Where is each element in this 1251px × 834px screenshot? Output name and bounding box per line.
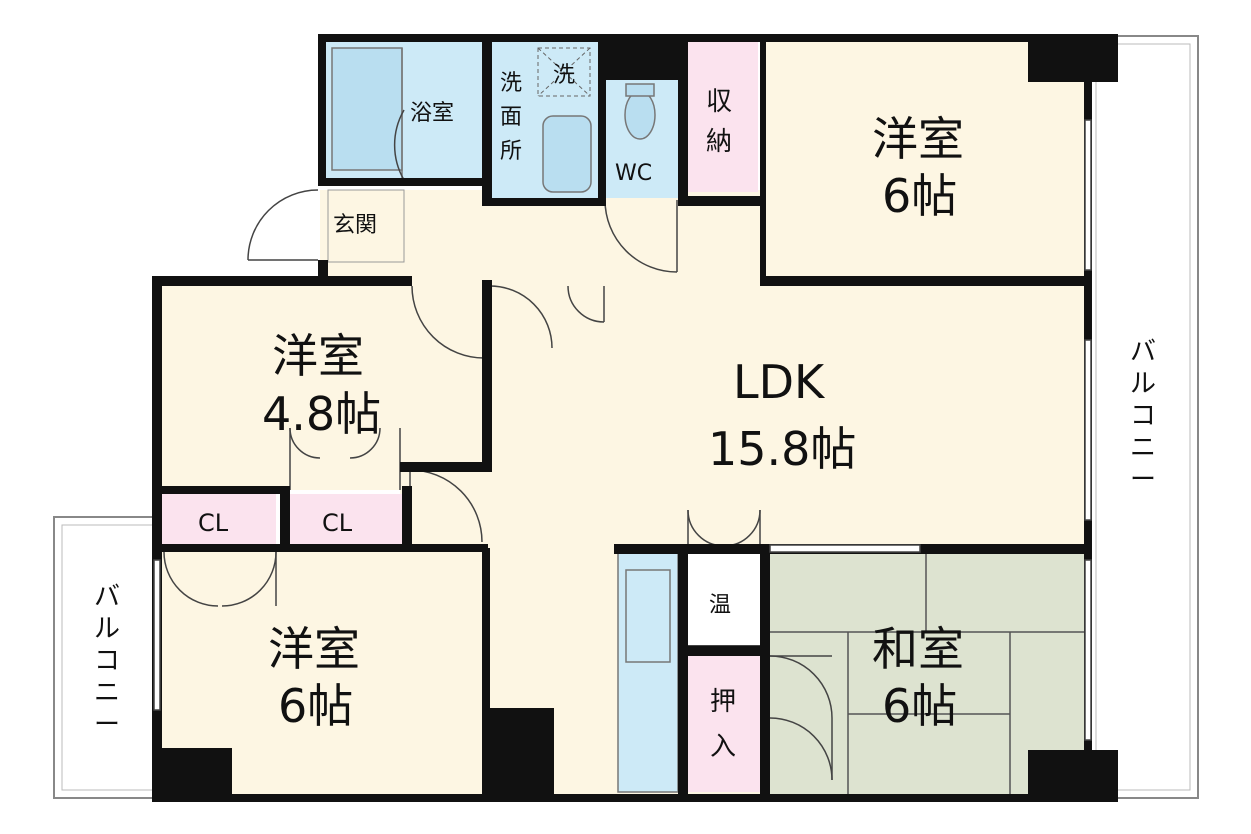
storage-closet [686,40,758,192]
label-oshiire-1: 押 [710,687,736,717]
label-washer: 洗 [553,63,575,88]
water-heater-box [685,551,765,647]
label-storage-1: 収 [706,87,732,117]
label-bedroom-sw-name: 洋室 [268,622,360,676]
label-balcony-west-5: ー [94,710,120,740]
label-washroom-2: 面 [500,105,522,130]
label-storage-2: 納 [706,127,732,157]
oshiire-closet [686,656,764,792]
balcony-west [53,516,159,799]
label-closet-1: CL [198,509,229,537]
label-bedroom-sw-size: 6帖 [278,679,353,733]
label-washroom-3: 所 [500,139,522,164]
bathtub [331,47,403,171]
closet-cl-1 [162,494,276,544]
closet-cl-2 [288,494,403,544]
label-entrance: 玄関 [333,213,377,238]
label-closet-2: CL [322,509,353,537]
label-washitsu-name: 和室 [872,622,964,676]
label-water-heater: 温 [709,593,731,618]
label-balcony-west-1: バ [94,582,120,612]
label-balcony-east-4: ニ [1130,433,1156,463]
label-balcony-east-2: ル [1130,369,1156,399]
label-ldk-name: LDK [733,355,826,409]
label-bath: 浴室 [410,101,454,126]
room-bedroom-w [158,283,488,490]
label-balcony-west-4: ニ [94,678,120,708]
label-bedroom-ne-name: 洋室 [872,112,964,166]
label-bedroom-ne-size: 6帖 [882,169,957,223]
label-balcony-east-1: バ [1130,337,1156,367]
label-balcony-west-2: ル [94,614,120,644]
label-balcony-west-3: コ [94,646,120,676]
toilet [624,90,656,140]
label-oshiire-2: 入 [710,732,736,762]
label-wc: WC [615,161,652,186]
label-bedroom-w-name: 洋室 [272,329,364,383]
label-washitsu-size: 6帖 [882,679,957,733]
label-ldk-size: 15.8帖 [708,422,856,476]
balcony-east [1087,35,1199,799]
label-bedroom-w-size: 4.8帖 [262,387,381,441]
label-balcony-east-3: コ [1130,401,1156,431]
label-balcony-east-5: ー [1130,465,1156,495]
entrance-floor [327,189,405,263]
wash-basin [542,115,592,193]
label-washroom-1: 洗 [500,71,522,96]
